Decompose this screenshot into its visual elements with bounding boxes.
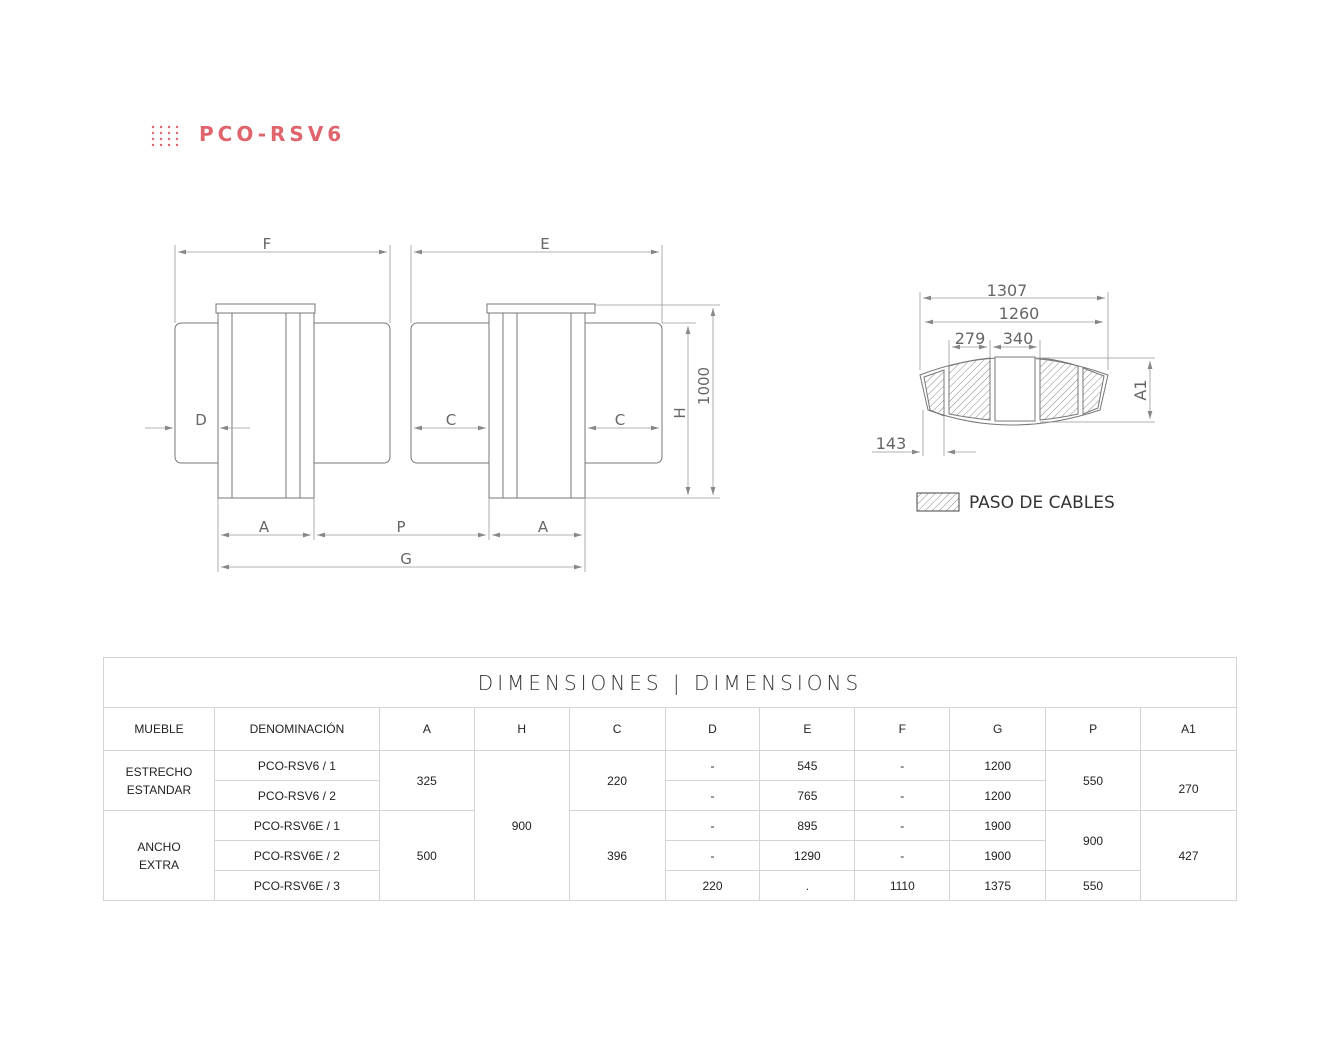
col-header: DENOMINACIÓN	[213, 707, 380, 751]
cell: -	[854, 780, 951, 811]
cell: 900	[473, 750, 570, 901]
cell: .	[759, 870, 856, 901]
cell: -	[664, 780, 761, 811]
col-header: F	[854, 707, 951, 751]
plan-drawing: 1307 1260 279 340 143 A1 PASO DE CABLES	[872, 281, 1155, 513]
dots-logo-icon	[151, 125, 179, 147]
cell: 1110	[854, 870, 951, 901]
dim-label-c: C	[615, 411, 625, 429]
cell: 900	[1045, 810, 1142, 871]
cell: -	[664, 840, 761, 871]
cell: 895	[759, 810, 856, 841]
dim-label-143: 143	[876, 434, 907, 453]
cell: PCO-RSV6E / 1	[213, 810, 380, 841]
cell: 545	[759, 750, 856, 781]
col-header: C	[568, 707, 666, 751]
dim-label-a: A	[538, 518, 549, 536]
cell: 396	[568, 810, 666, 901]
cell: 427	[1140, 810, 1237, 901]
cell: PCO-RSV6E / 2	[213, 840, 380, 871]
cell: 1200	[949, 780, 1047, 811]
dim-label-340: 340	[1003, 329, 1034, 348]
cell: 550	[1045, 750, 1142, 811]
cell: 270	[1140, 750, 1237, 811]
cell: 1375	[949, 870, 1047, 901]
dim-label-279: 279	[955, 329, 986, 348]
dim-label-g: G	[400, 550, 412, 568]
dim-label-1000: 1000	[695, 367, 713, 405]
dim-label-1260: 1260	[999, 304, 1040, 323]
table-row: PCO-RSV6E / 2 -1290-1900	[104, 840, 1237, 871]
page-title: PCO-RSV6	[199, 122, 346, 146]
cell: PCO-RSV6 / 1	[213, 750, 380, 781]
dim-label-a1: A1	[1131, 379, 1150, 400]
dim-label-p: P	[396, 518, 405, 536]
cell: 1900	[949, 810, 1047, 841]
cabinet-left	[217, 304, 315, 499]
cell: 1200	[949, 750, 1047, 781]
col-header: MUEBLE	[103, 707, 215, 751]
cell: -	[664, 810, 761, 841]
cell: 220	[568, 750, 666, 811]
col-header: A1	[1140, 707, 1237, 751]
cell: -	[664, 750, 761, 781]
dim-label-h: H	[671, 407, 689, 418]
dim-label-c: C	[446, 411, 456, 429]
table-row: ESTRECHO ESTANDAR PCO-RSV6 / 1 325 900 2…	[103, 750, 1237, 901]
cell: 1900	[949, 840, 1047, 871]
cell: 325	[378, 750, 475, 811]
col-header: A	[378, 707, 475, 751]
dim-label-a: A	[259, 518, 270, 536]
cell: 550	[1045, 870, 1142, 901]
mueble-cell: ESTRECHO ESTANDAR	[103, 750, 215, 811]
col-header: D	[664, 707, 761, 751]
col-header: P	[1045, 707, 1142, 751]
cell: -	[854, 840, 951, 871]
table-row: PCO-RSV6 / 2 -765-1200	[104, 780, 1237, 811]
elevation-drawing: F E D C C H 1000 A P A G 1307 1260 279 3…	[145, 235, 1155, 572]
cell: 220	[664, 870, 761, 901]
col-header: G	[949, 707, 1047, 751]
legend-label: PASO DE CABLES	[969, 493, 1115, 513]
mueble-cell: ANCHO EXTRA	[103, 810, 215, 901]
dim-label-d: D	[195, 411, 207, 429]
dim-label-f: F	[263, 235, 272, 253]
cell: -	[854, 750, 951, 781]
cell: 1290	[759, 840, 856, 871]
cell: PCO-RSV6E / 3	[213, 870, 380, 901]
cell: 500	[378, 810, 475, 901]
dim-label-e: E	[540, 235, 549, 253]
col-header: H	[473, 707, 570, 751]
dim-label-1307: 1307	[987, 281, 1028, 300]
col-header: E	[759, 707, 856, 751]
cell: -	[854, 810, 951, 841]
hatch-legend-icon	[916, 492, 960, 512]
table-row: ANCHO EXTRA PCO-RSV6E / 1 500 396 -895-1…	[103, 810, 1237, 901]
cell: 765	[759, 780, 856, 811]
table-caption: DIMENSIONES | DIMENSIONS	[103, 657, 1237, 708]
cell: PCO-RSV6 / 2	[213, 780, 380, 811]
